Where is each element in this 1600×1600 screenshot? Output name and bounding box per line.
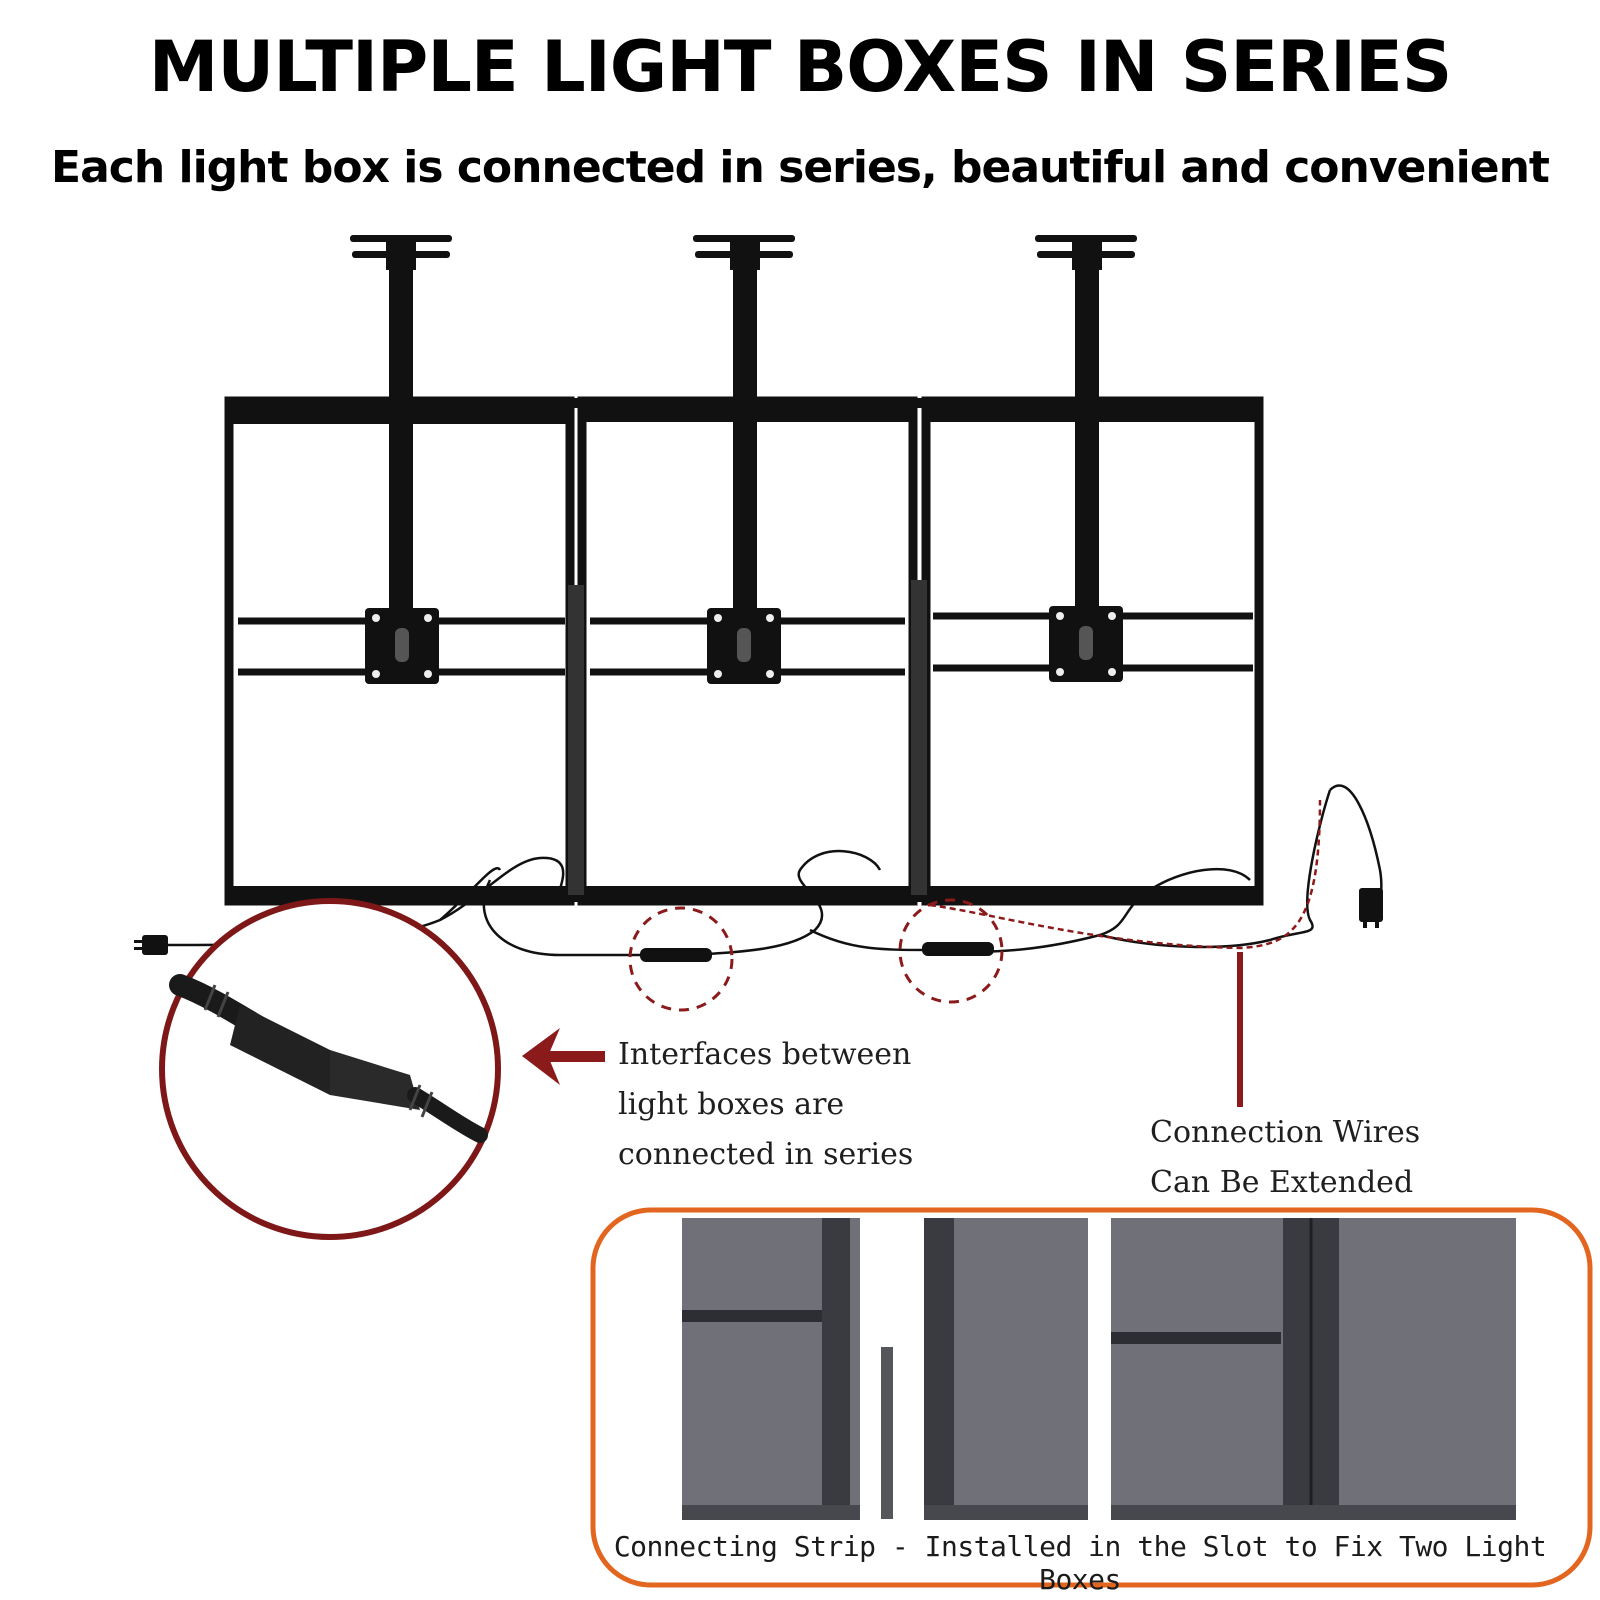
page-title: MULTIPLE LIGHT BOXES IN SERIES	[148, 26, 1453, 108]
wires-callout-line: Can Be Extended	[1150, 1165, 1414, 1200]
ceiling-mount-icon	[350, 235, 452, 270]
detail-photo-right	[1111, 1218, 1516, 1520]
vesa-bracket-icon	[365, 608, 439, 684]
detail-photo-center	[924, 1218, 1088, 1520]
page-subtitle: Each light box is connected in series, b…	[51, 142, 1550, 193]
cable-connector-icon	[640, 942, 994, 962]
interfaces-callout-line: light boxes are	[618, 1087, 845, 1122]
ceiling-mount-icon	[693, 235, 795, 270]
ceiling-mount-icon	[1035, 235, 1137, 270]
power-plug-icon	[1359, 888, 1383, 928]
connecting-strip	[881, 1347, 893, 1519]
ceiling-mount-left	[350, 235, 452, 684]
ceiling-mount-center	[693, 235, 795, 684]
detail-photo-left	[682, 1218, 860, 1520]
interfaces-callout-line: connected in series	[618, 1137, 914, 1172]
detail-panel-caption: Connecting Strip - Installed in the Slot…	[613, 1530, 1547, 1596]
wires-callout: Connection Wires Can Be Extended	[1150, 1108, 1420, 1208]
vesa-bracket-icon	[707, 608, 781, 684]
connecting-strip-detail-panel	[590, 1207, 1593, 1588]
interfaces-callout: Interfaces between light boxes are conne…	[618, 1030, 913, 1180]
connector-zoom-circle	[159, 898, 501, 1240]
ceiling-mount-right	[1035, 235, 1137, 682]
interface-highlight-circles	[628, 898, 1004, 1012]
vesa-bracket-icon	[1049, 606, 1123, 682]
arrow-left-icon	[522, 1028, 605, 1085]
wires-callout-line: Connection Wires	[1150, 1115, 1421, 1150]
interfaces-callout-line: Interfaces between	[618, 1037, 912, 1072]
power-plug-icon	[134, 935, 168, 955]
